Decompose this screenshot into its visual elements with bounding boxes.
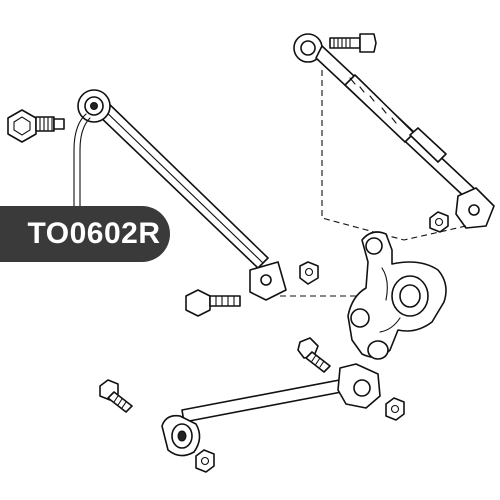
part-number-text: TO0602R [27, 217, 161, 250]
steering-knuckle [347, 231, 447, 360]
lower-lateral-link [161, 363, 381, 457]
nut-lower-right-icon [385, 397, 405, 421]
leader-line [79, 117, 91, 207]
nut-near-trailing-arm-icon [299, 261, 319, 285]
lower-center-bolt-icon [297, 337, 331, 373]
upper-left-bolt-icon [7, 109, 65, 143]
part-number-badge: TO0602R [0, 206, 170, 262]
upper-right-bolt-icon [329, 33, 377, 53]
lower-left-bolt-icon [99, 379, 133, 413]
trailing-arm [77, 89, 287, 301]
nut-lower-left-icon [195, 449, 215, 473]
upper-lateral-link [293, 33, 495, 229]
nut-near-upper-link-icon [429, 211, 449, 233]
middle-bolt-icon [185, 289, 241, 317]
